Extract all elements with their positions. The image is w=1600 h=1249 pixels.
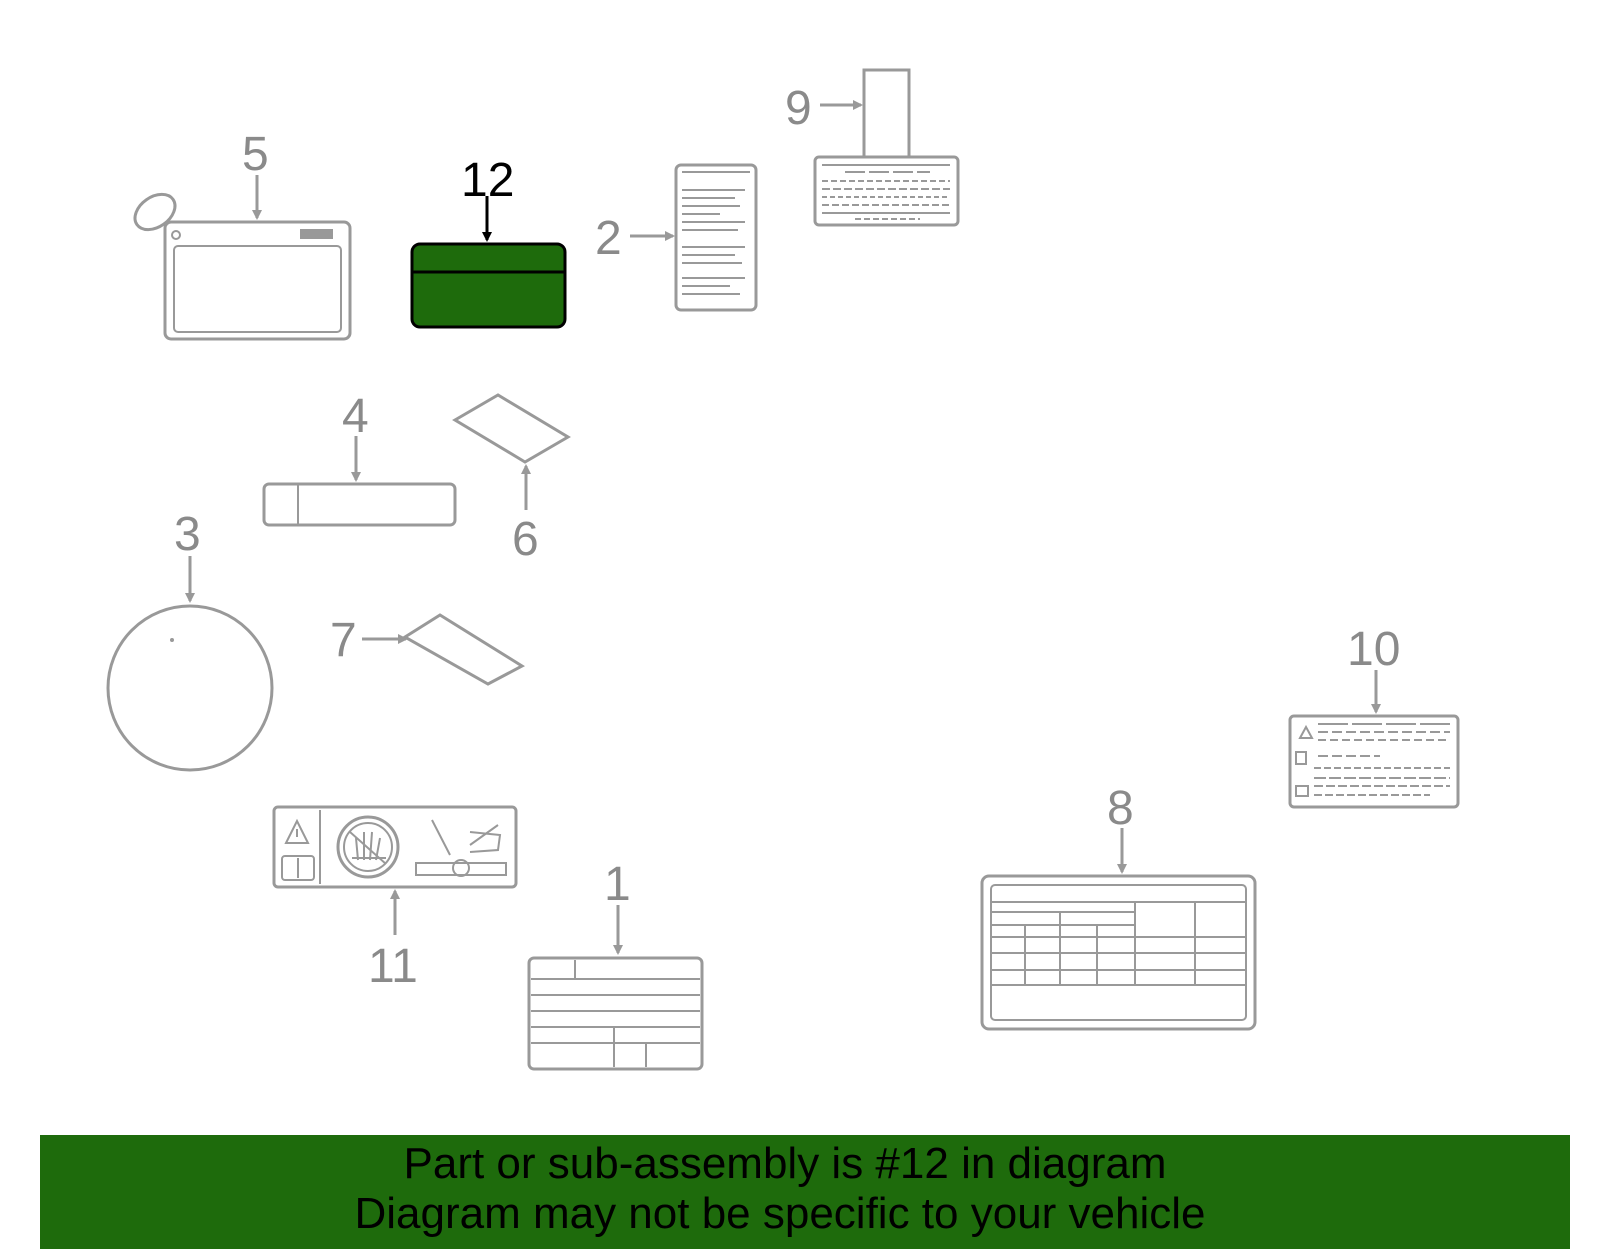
info-banner: Part or sub-assembly is #12 in diagram D… xyxy=(40,1135,1570,1249)
callout-9: 9 xyxy=(785,82,812,135)
callout-2: 2 xyxy=(595,212,622,265)
callout-6: 6 xyxy=(512,513,539,566)
callout-10: 10 xyxy=(1347,623,1400,676)
part-1-grid-label[interactable] xyxy=(527,956,704,1071)
part-6-label[interactable] xyxy=(452,393,571,464)
part-2-instruction-label[interactable] xyxy=(674,163,758,312)
part-9-hang-label[interactable] xyxy=(813,68,960,227)
callout-8: 8 xyxy=(1107,782,1134,835)
banner-line-1: Part or sub-assembly is #12 in diagram xyxy=(403,1139,1167,1188)
part-4-strip-label[interactable] xyxy=(262,482,457,527)
part-5-tag-label[interactable] xyxy=(128,187,352,341)
callout-3: 3 xyxy=(174,508,201,561)
part-12-label-highlighted[interactable] xyxy=(410,242,567,329)
part-3-round-label[interactable] xyxy=(106,604,274,772)
callout-11: 11 xyxy=(368,940,418,993)
callout-1: 1 xyxy=(604,858,631,911)
callout-4: 4 xyxy=(342,390,369,443)
banner-line-2: Diagram may not be specific to your vehi… xyxy=(354,1189,1206,1238)
callout-5: 5 xyxy=(242,128,269,181)
part-11-warning-label[interactable] xyxy=(272,805,518,889)
callout-7: 7 xyxy=(330,614,357,667)
callout-12: 12 xyxy=(461,154,514,207)
part-7-label[interactable] xyxy=(402,613,526,686)
part-10-info-label[interactable] xyxy=(1288,714,1460,809)
part-8-table-label[interactable] xyxy=(980,874,1257,1031)
